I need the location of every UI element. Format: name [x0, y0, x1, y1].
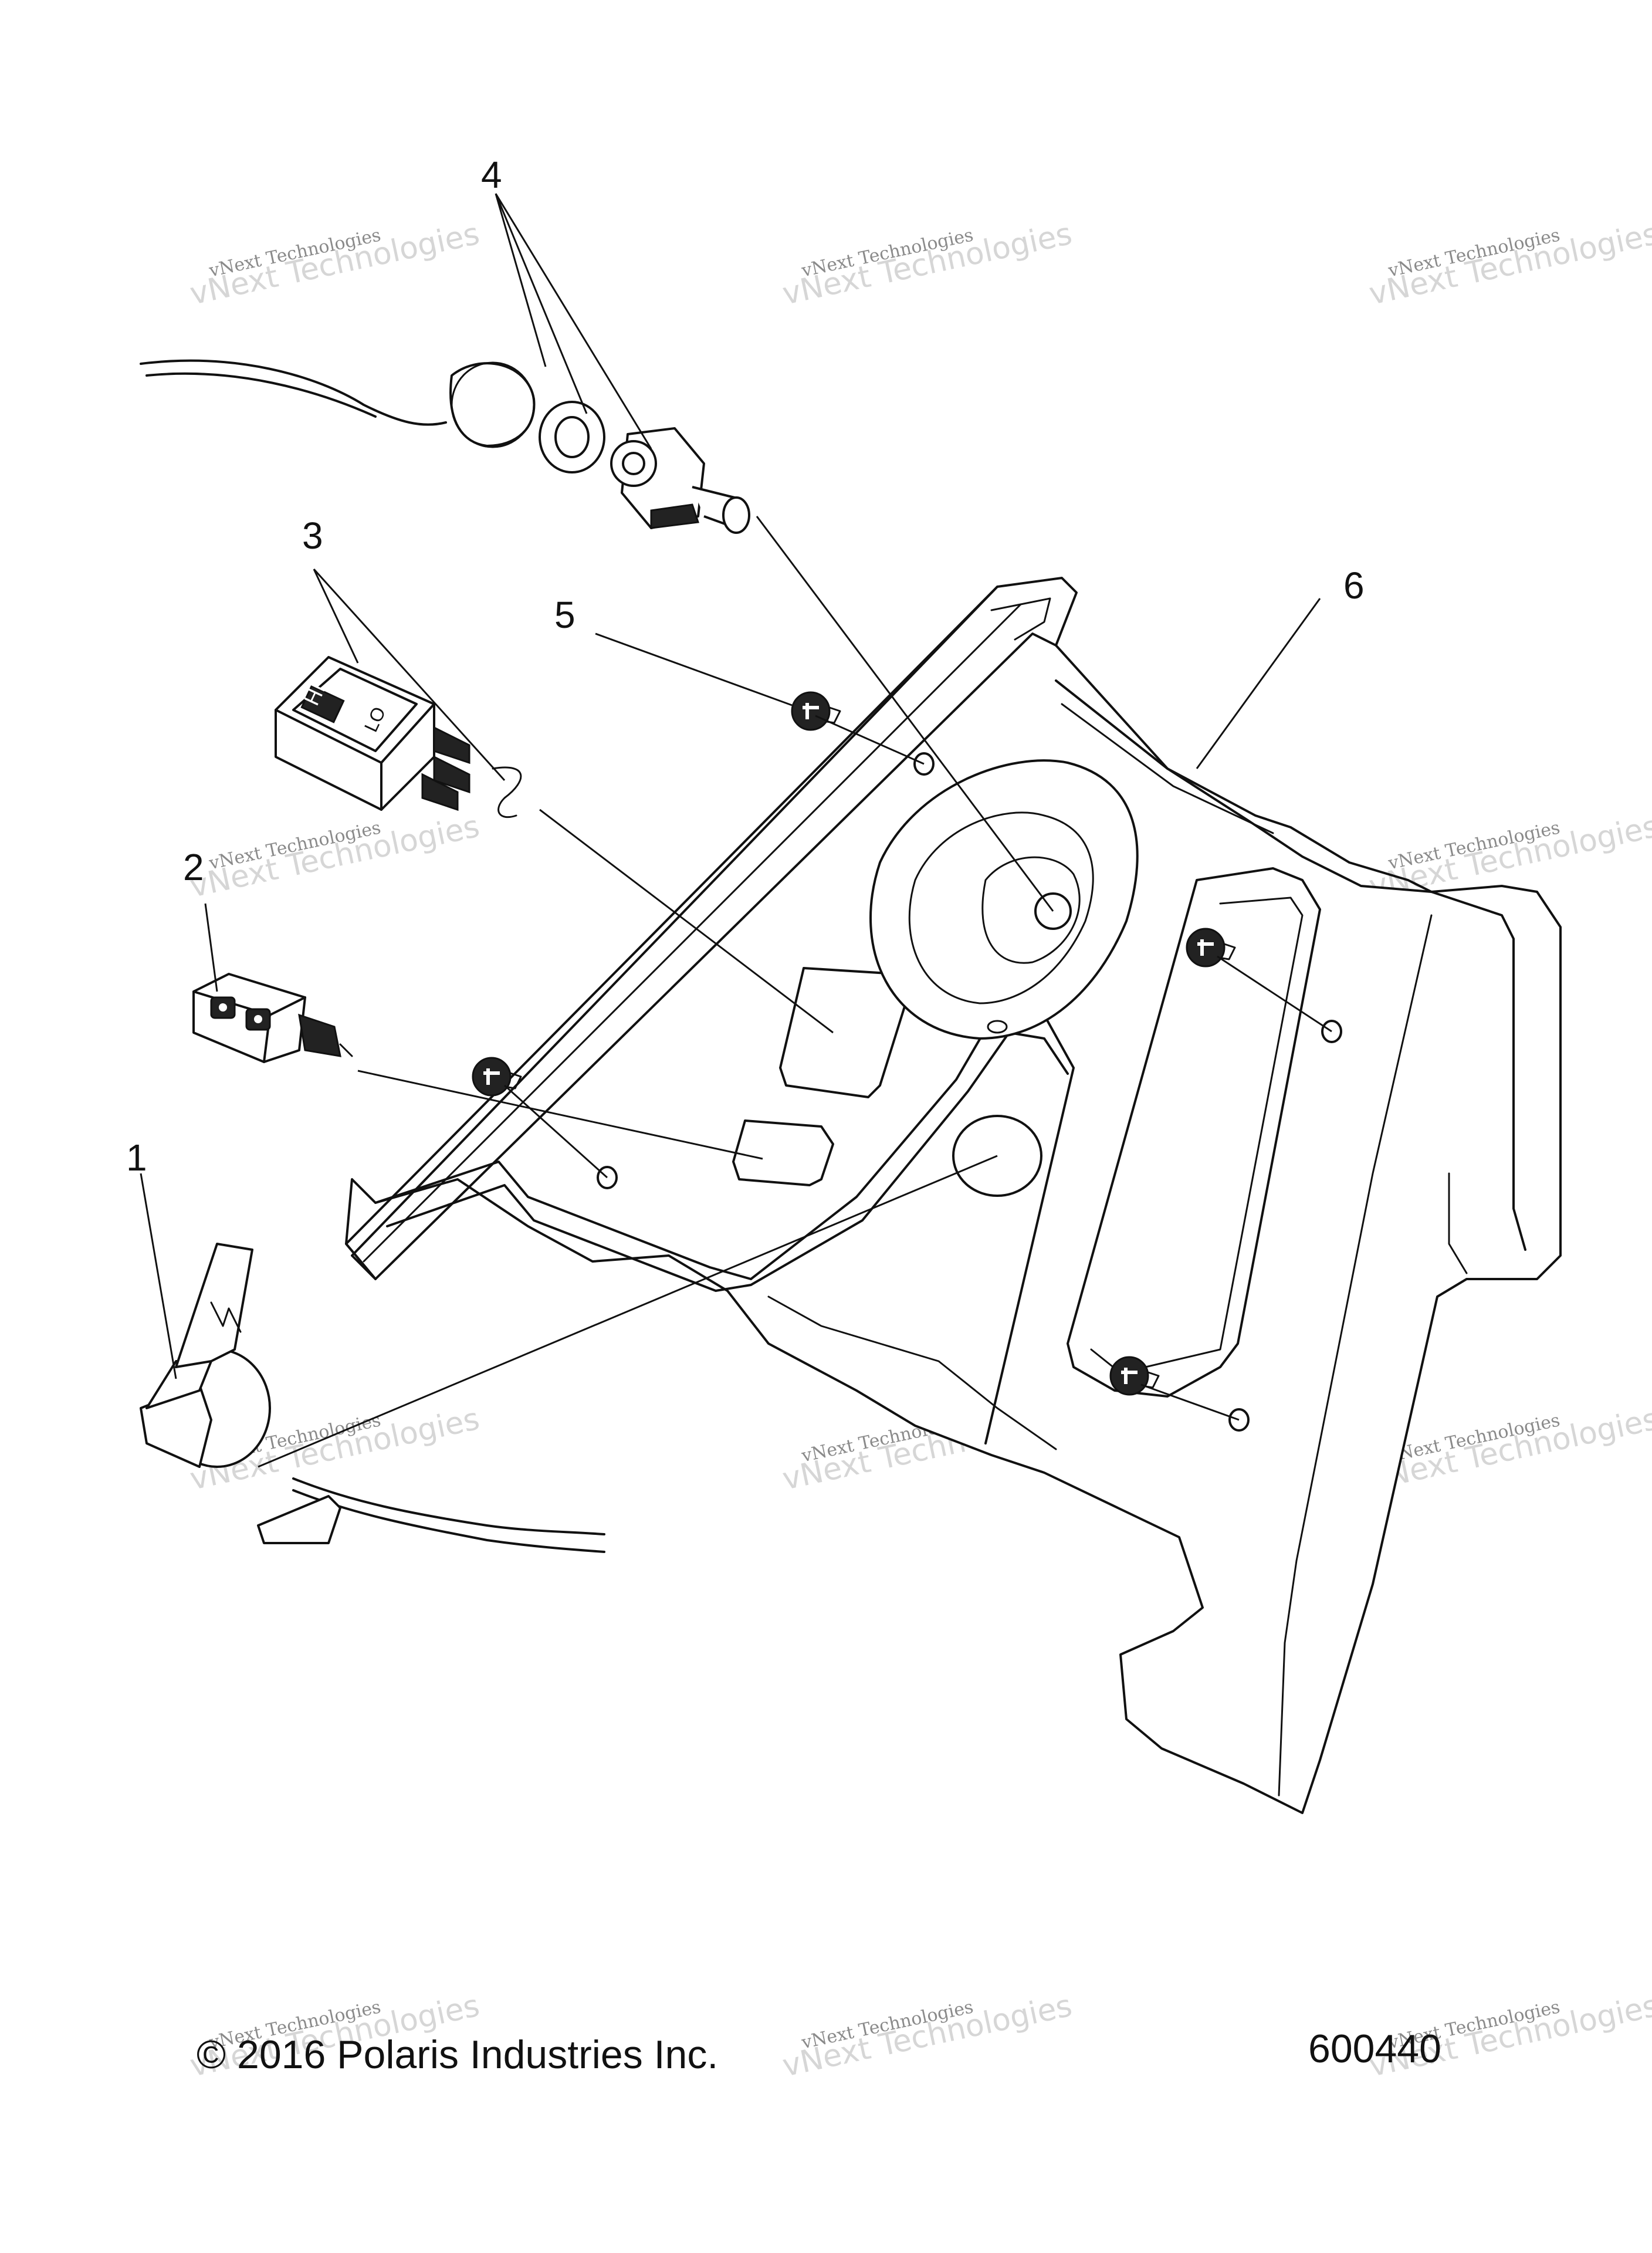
rocker-switch-assembly: HI LO [275, 656, 522, 818]
callout-3: 3 [302, 515, 323, 557]
panel-cup-ring [908, 811, 1094, 1004]
watermark: vNext Technologies vNext Technologies [780, 1988, 1075, 2084]
panel-right-tab [1448, 1172, 1468, 1274]
panel-slot-small [732, 1119, 834, 1186]
panel-cup-outer [869, 759, 1139, 1040]
panel-cup-notch [987, 1020, 1008, 1034]
watermark: vNext Technologies vNext Technologies [187, 216, 483, 312]
panel-top-flange [990, 597, 1051, 641]
panel-left-inner-edge [363, 603, 1022, 1263]
panel-trough-inner [386, 1031, 1069, 1292]
copyright-notice: © 2016 Polaris Industries Inc. [197, 2032, 718, 2077]
screw [1186, 928, 1236, 967]
panel-trough-outer [374, 1008, 1075, 1445]
toggle-switch-assembly [140, 359, 750, 534]
retaining-clip [492, 766, 522, 818]
panel-upper-ridge [1055, 679, 1433, 893]
callout-2: 2 [183, 846, 204, 888]
callout-6: 6 [1343, 564, 1365, 607]
screw [791, 691, 841, 731]
panel-right-column-inner [1278, 914, 1433, 1797]
lock-switch [192, 973, 353, 1063]
wire [140, 359, 447, 426]
callout-4: 4 [481, 154, 502, 196]
watermark: vNext Technologies vNext Technologies [1366, 216, 1652, 312]
wire [145, 372, 377, 418]
watermark: vNext Technologies vNext Technologies [187, 809, 483, 905]
panel-upper-ridge-inner [1061, 703, 1274, 834]
panel-trough-floor [767, 1295, 1057, 1450]
wire [292, 1489, 605, 1553]
figure-number: 600440 [1308, 2027, 1441, 2071]
key-switch [140, 1243, 605, 1553]
callout-1: 1 [126, 1136, 147, 1179]
dash-panel [345, 577, 1562, 1814]
callout-5: 5 [554, 594, 576, 636]
screw [1109, 1356, 1160, 1396]
watermark: vNext Technologies vNext Technologies [780, 216, 1075, 312]
panel-bracket-recess [1067, 867, 1321, 1398]
panel-cup-inner-ring [981, 856, 1081, 964]
wire [292, 1477, 605, 1535]
leader-lines [140, 193, 1332, 1468]
panel-left-edge [345, 586, 1057, 1280]
panel-right-column [1430, 891, 1526, 1251]
